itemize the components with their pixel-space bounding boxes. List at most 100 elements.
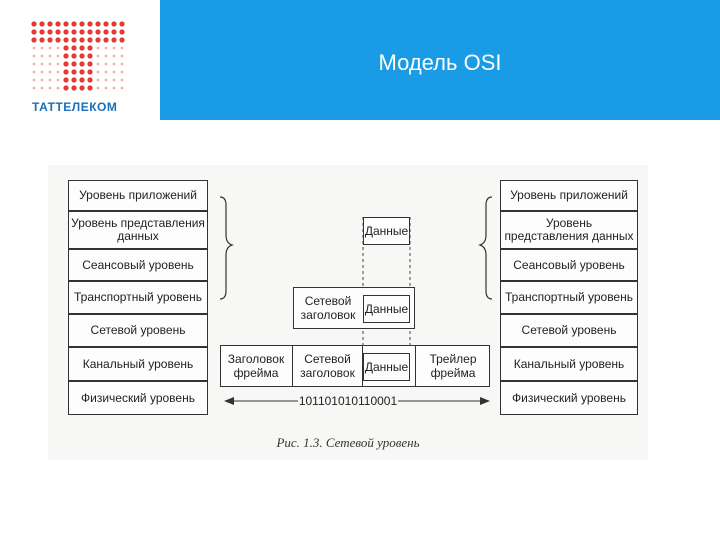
left-layer-application: Уровень приложений [68,180,208,211]
logo-dot [95,21,101,27]
logo-dot [40,46,44,50]
bit-arrow-left-head [224,397,234,405]
logo-dot [119,29,125,35]
right-brace [478,196,493,300]
logo-dot [31,37,37,43]
logo-text: ТАТТЕЛЕКОМ [32,100,118,114]
logo-dot [48,54,52,58]
logo-dot [104,70,108,74]
app-data-block: Данные [363,217,410,245]
logo-dot [87,21,93,27]
logo-dot [40,86,44,90]
logo-dot [71,37,77,43]
right-layer-session: Сеансовый уровень [500,249,638,281]
logo-dot [96,54,100,58]
logo-dot [71,69,77,75]
logo-dot [48,86,52,90]
left-layer-presentation: Уровень представления данных [68,211,208,249]
logo-dot [96,78,100,82]
bit-stream: 101101010110001 [298,394,398,408]
logo-dot [71,77,77,83]
figure-caption: Рис. 1.3. Сетевой уровень [276,435,420,450]
logo-dot [120,62,124,66]
logo-dot [71,45,77,51]
logo-dot [79,21,85,27]
logo-dot [39,29,45,35]
logo-dot [111,29,117,35]
logo-dot [87,61,93,67]
logo-dot [47,21,53,27]
logo-dot [32,54,36,58]
logo-dot [87,53,93,59]
logo-dot [63,37,69,43]
right-layer-presentation: Уровень представления данных [500,211,638,249]
logo-dot [56,86,60,90]
logo-dot [63,69,69,75]
logo-dot [39,21,45,27]
logo-dot [56,46,60,50]
logo-dot [104,86,108,90]
left-layer-network: Сетевой уровень [68,314,208,347]
logo-dot [48,62,52,66]
network-packet-header: Сетевой заголовок [300,294,356,322]
frame [220,345,490,387]
logo-dot [104,62,108,66]
left-layer-physical: Физический уровень [68,381,208,415]
logo-dot [87,29,93,35]
logo-dot [40,54,44,58]
logo-dot [56,62,60,66]
logo-dot [95,29,101,35]
network-packet-data: Данные [363,295,410,323]
logo-dot [79,29,85,35]
logo-dot [56,54,60,58]
logo-dot [71,29,77,35]
right-layer-physical: Физический уровень [500,381,638,415]
logo-dot [103,29,109,35]
logo-dot [56,70,60,74]
logo-dot [96,62,100,66]
logo-dot [55,37,61,43]
left-brace [219,196,234,300]
logo-dot [79,61,85,67]
logo-dot [48,70,52,74]
logo-dot [31,29,37,35]
logo-dot [111,37,117,43]
logo-dot [111,21,117,27]
logo-dot [79,45,85,51]
logo-dot [47,37,53,43]
logo-dot [103,37,109,43]
bit-arrow-right-head [480,397,490,405]
logo-dot [55,29,61,35]
logo-dot [120,54,124,58]
logo-dot [79,85,85,91]
logo-dot [63,29,69,35]
logo-dot [32,46,36,50]
logo-dot [31,21,37,27]
logo-dot [120,78,124,82]
right-layer-datalink: Канальный уровень [500,347,638,381]
frame-header: Заголовок фрейма [220,345,293,387]
logo-dot [40,78,44,82]
logo-dot [112,46,116,50]
logo-dot [112,54,116,58]
logo-dot [40,62,44,66]
logo-dot [71,85,77,91]
logo-dot [120,70,124,74]
logo-dot [119,37,125,43]
right-layer-application: Уровень приложений [500,180,638,211]
right-layer-transport: Транспортный уровень [500,281,638,314]
logo-dot-mark [31,21,125,91]
logo-dot [79,77,85,83]
logo-dot [63,53,69,59]
left-layer-session: Сеансовый уровень [68,249,208,281]
logo-dot [104,46,108,50]
logo-dot [95,37,101,43]
logo-dot [63,61,69,67]
logo-dot [63,85,69,91]
logo-dot [104,78,108,82]
logo-dot [112,78,116,82]
right-layer-network: Сетевой уровень [500,314,638,347]
logo-dot [63,45,69,51]
logo-dot [63,77,69,83]
logo-dot [120,86,124,90]
